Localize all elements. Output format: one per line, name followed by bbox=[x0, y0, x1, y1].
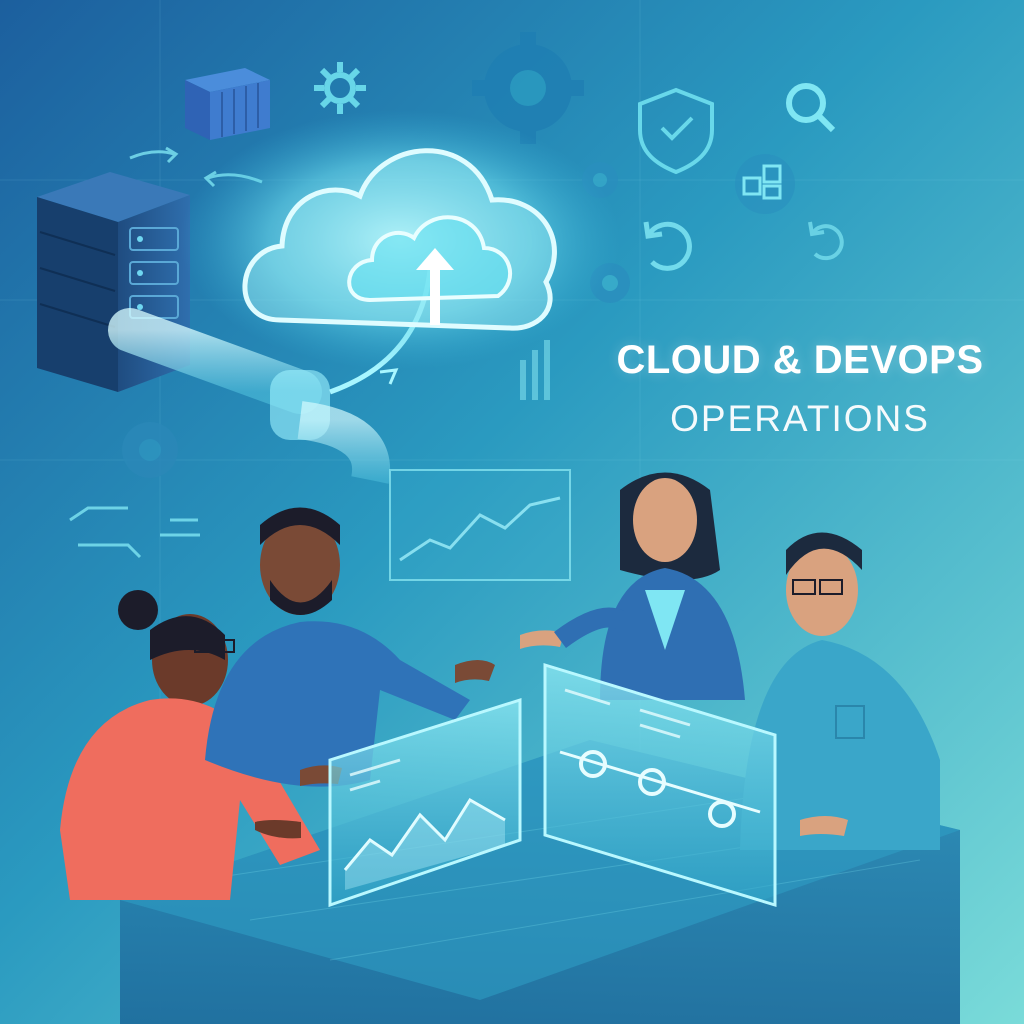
person-bearded-man bbox=[205, 507, 495, 787]
gear-icon bbox=[122, 422, 178, 478]
chart-icon bbox=[389, 340, 571, 581]
cloud-upload-icon bbox=[180, 110, 620, 370]
person-woman-blazer bbox=[520, 472, 745, 700]
cube-icon bbox=[735, 154, 795, 214]
holo-screen-left bbox=[328, 697, 522, 908]
pipeline-icon bbox=[108, 269, 433, 484]
headline-title: CLOUD & DEVOPS bbox=[616, 338, 984, 382]
shield-check-icon bbox=[638, 87, 714, 175]
person-man-glasses bbox=[740, 532, 940, 850]
headline-subtitle: OPERATIONS bbox=[670, 398, 930, 439]
holo-screen-right bbox=[543, 662, 777, 908]
refresh-icon bbox=[643, 221, 692, 271]
search-icon bbox=[786, 83, 836, 133]
refresh-icon bbox=[808, 221, 844, 261]
container-icon bbox=[185, 68, 270, 140]
gear-icon bbox=[314, 62, 366, 114]
gear-icon bbox=[472, 32, 584, 144]
